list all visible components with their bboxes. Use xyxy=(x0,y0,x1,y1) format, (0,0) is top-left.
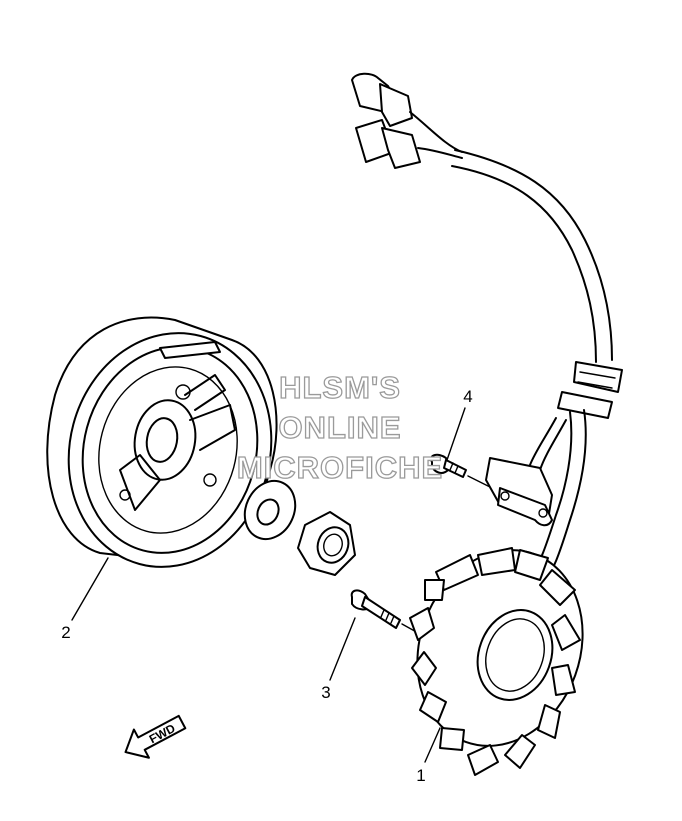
washer xyxy=(243,479,297,541)
pickup-coil xyxy=(485,457,553,527)
callout-part-4: 4 xyxy=(463,387,472,406)
nut xyxy=(297,511,356,576)
flywheel-rotor xyxy=(46,316,278,568)
callout-part-3: 3 xyxy=(321,683,330,702)
forward-arrow-icon: FWD xyxy=(124,714,187,759)
callout-part-2: 2 xyxy=(61,623,70,642)
callout-part-1: 1 xyxy=(416,766,425,785)
watermark-line-1: HLSM'S xyxy=(279,370,401,405)
stator-bolt xyxy=(350,589,421,635)
watermark-line-3: MICROFICHE xyxy=(237,450,443,485)
watermark-line-2: ONLINE xyxy=(278,410,401,445)
leader-lines xyxy=(71,407,466,763)
watermark: HLSM'S ONLINE MICROFICHE xyxy=(236,369,443,485)
stator xyxy=(409,547,584,776)
wire-harness xyxy=(351,72,623,591)
clamp-screw xyxy=(430,453,491,488)
